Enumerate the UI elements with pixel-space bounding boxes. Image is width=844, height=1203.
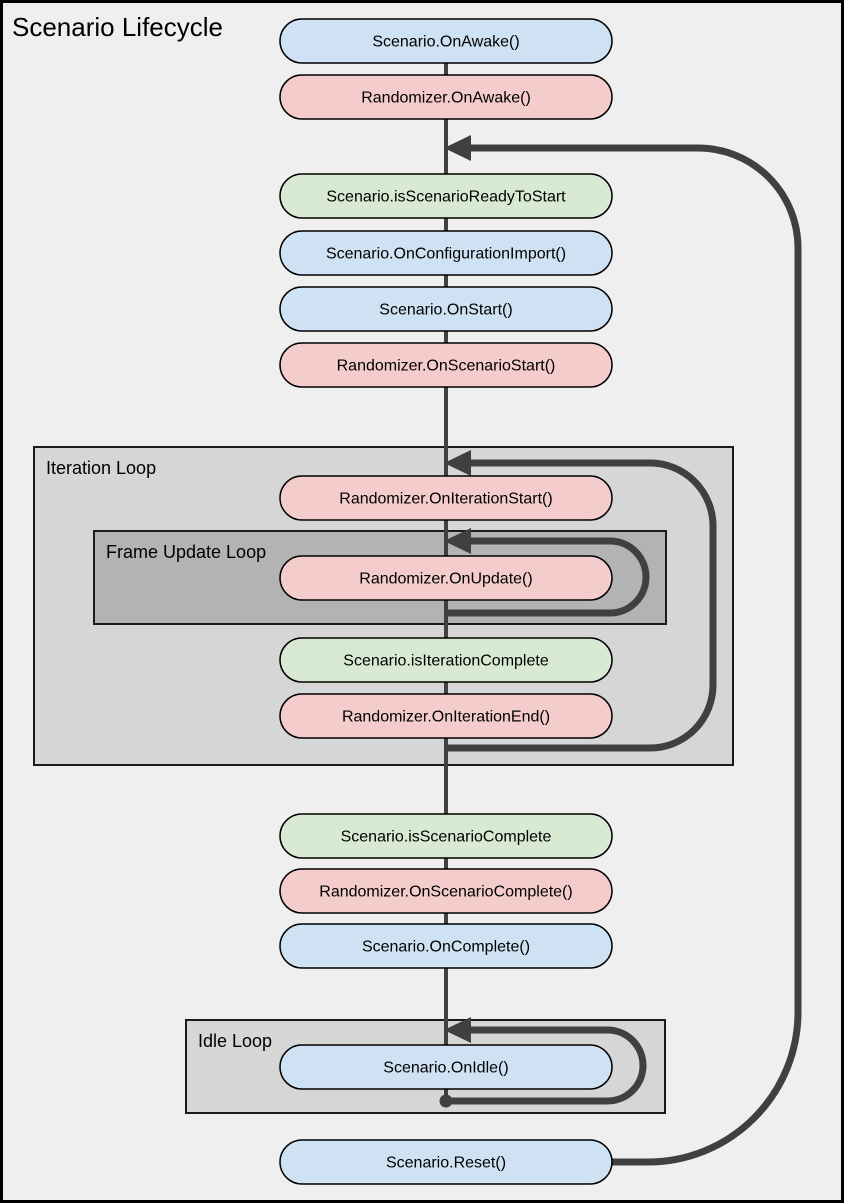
node-scenario-reset: Scenario.Reset() <box>279 1139 613 1185</box>
nodes-layer: Scenario.OnAwake() Randomizer.OnAwake() Sc… <box>279 18 613 1185</box>
node-label-randomizer-onupdate: Randomizer.OnUpdate() <box>359 571 532 588</box>
diagram-title: Scenario Lifecycle <box>12 12 223 42</box>
reset-loop-arrowhead-icon <box>444 135 471 161</box>
iteration-loop-arrowhead-icon <box>444 450 471 476</box>
reset-loop-arrow <box>471 144 802 1166</box>
node-label-scenario-onconfigurationimport: Scenario.OnConfigurationImport() <box>326 246 566 263</box>
node-shape-scenario-reset <box>279 1139 613 1185</box>
node-label-scenario-onawake: Scenario.OnAwake() <box>372 34 519 51</box>
node-label-randomizer-oniterationend: Randomizer.OnIterationEnd() <box>342 709 550 726</box>
node-label-scenario-onidle: Scenario.OnIdle() <box>383 1060 508 1077</box>
frame-update-loop-arrow <box>446 537 650 617</box>
node-shape-scenario-isscenarioreadytostart <box>279 173 613 219</box>
node-shape-scenario-isiterationcomplete <box>279 637 613 683</box>
node-scenario-isscenariocomplete: Scenario.isScenarioComplete <box>279 813 613 859</box>
node-randomizer-oniterationend: Randomizer.OnIterationEnd() <box>279 693 613 739</box>
node-scenario-onstart: Scenario.OnStart() <box>279 286 613 332</box>
node-label-scenario-isiterationcomplete: Scenario.isIterationComplete <box>343 653 549 670</box>
node-randomizer-onupdate: Randomizer.OnUpdate() <box>279 555 613 601</box>
node-shape-randomizer-onscenariostart <box>279 342 613 388</box>
node-label-scenario-isscenariocomplete: Scenario.isScenarioComplete <box>341 829 552 846</box>
node-label-scenario-isscenarioreadytostart: Scenario.isScenarioReadyToStart <box>326 189 566 206</box>
node-shape-scenario-onconfigurationimport <box>279 230 613 276</box>
node-shape-scenario-oncomplete <box>279 923 613 969</box>
node-shape-scenario-onidle <box>279 1044 613 1090</box>
node-scenario-oncomplete: Scenario.OnComplete() <box>279 923 613 969</box>
iteration-loop-label: Iteration Loop <box>46 458 156 478</box>
node-randomizer-onscenariocomplete: Randomizer.OnScenarioComplete() <box>279 868 613 914</box>
node-shape-randomizer-onscenariocomplete <box>279 868 613 914</box>
node-label-scenario-oncomplete: Scenario.OnComplete() <box>362 939 530 956</box>
node-label-randomizer-onscenariostart: Randomizer.OnScenarioStart() <box>337 358 556 375</box>
node-shape-randomizer-oniterationstart <box>279 475 613 521</box>
node-randomizer-onawake: Randomizer.OnAwake() <box>279 74 613 120</box>
node-scenario-onconfigurationimport: Scenario.OnConfigurationImport() <box>279 230 613 276</box>
node-scenario-onidle: Scenario.OnIdle() <box>279 1044 613 1090</box>
node-shape-randomizer-onawake <box>279 74 613 120</box>
node-label-randomizer-onawake: Randomizer.OnAwake() <box>361 90 531 107</box>
node-scenario-isiterationcomplete: Scenario.isIterationComplete <box>279 637 613 683</box>
node-shape-scenario-onawake <box>279 18 613 64</box>
node-label-randomizer-onscenariocomplete: Randomizer.OnScenarioComplete() <box>319 884 572 901</box>
node-label-scenario-onstart: Scenario.OnStart() <box>379 302 512 319</box>
node-label-randomizer-oniterationstart: Randomizer.OnIterationStart() <box>339 491 552 508</box>
frame-update-loop-arrowhead-icon <box>444 528 471 554</box>
node-scenario-onawake: Scenario.OnAwake() <box>279 18 613 64</box>
node-shape-randomizer-oniterationend <box>279 693 613 739</box>
diagram-svg: Iteration Loop Frame Update Loop Idle Lo… <box>12 12 802 1185</box>
node-randomizer-onscenariostart: Randomizer.OnScenarioStart() <box>279 342 613 388</box>
iteration-loop-arrow <box>446 459 717 752</box>
idle-loop-label: Idle Loop <box>198 1031 272 1051</box>
node-label-scenario-reset: Scenario.Reset() <box>386 1155 506 1172</box>
node-scenario-isscenarioreadytostart: Scenario.isScenarioReadyToStart <box>279 173 613 219</box>
frame-update-loop-label: Frame Update Loop <box>106 542 266 562</box>
idle-loop-arrowhead-icon <box>444 1017 471 1043</box>
idle-loop-arrow <box>446 1026 647 1105</box>
node-shape-randomizer-onupdate <box>279 555 613 601</box>
node-shape-scenario-onstart <box>279 286 613 332</box>
node-shape-scenario-isscenariocomplete <box>279 813 613 859</box>
node-randomizer-oniterationstart: Randomizer.OnIterationStart() <box>279 475 613 521</box>
